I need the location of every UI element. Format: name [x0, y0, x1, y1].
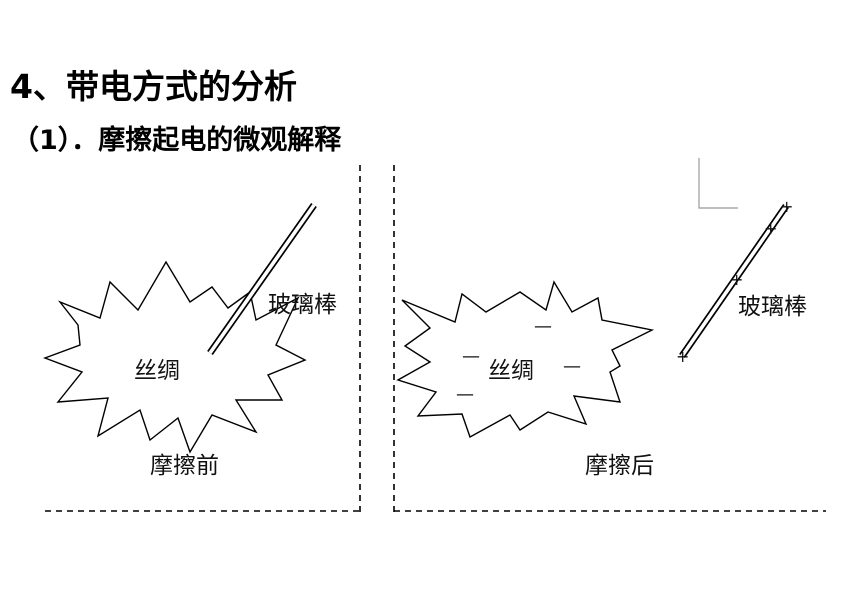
caption-before: 摩擦前 [150, 453, 219, 479]
caption-after: 摩擦后 [585, 453, 654, 479]
negative-charge: — [462, 346, 480, 367]
silk-shape-before [43, 260, 307, 454]
negative-charge: — [456, 384, 474, 405]
positive-charge: + [730, 270, 743, 289]
corner-mark [698, 158, 738, 209]
silk-label-before: 丝绸 [134, 358, 180, 384]
section-subtitle: （1）．摩擦起电的微观解释 [12, 125, 342, 156]
page-title: 4、带电方式的分析 [10, 67, 297, 106]
silk-label-after: 丝绸 [488, 358, 534, 384]
positive-charge: + [780, 197, 793, 216]
glass-rod-after [679, 204, 789, 358]
glass-rod-before [207, 202, 317, 356]
negative-charge: — [563, 356, 581, 377]
positive-charge: + [764, 219, 777, 238]
rod-label-before: 玻璃棒 [268, 292, 337, 318]
rod-label-after: 玻璃棒 [738, 294, 807, 320]
silk-shape-after [396, 280, 655, 439]
positive-charge: + [676, 347, 689, 366]
negative-charge: — [534, 316, 552, 337]
